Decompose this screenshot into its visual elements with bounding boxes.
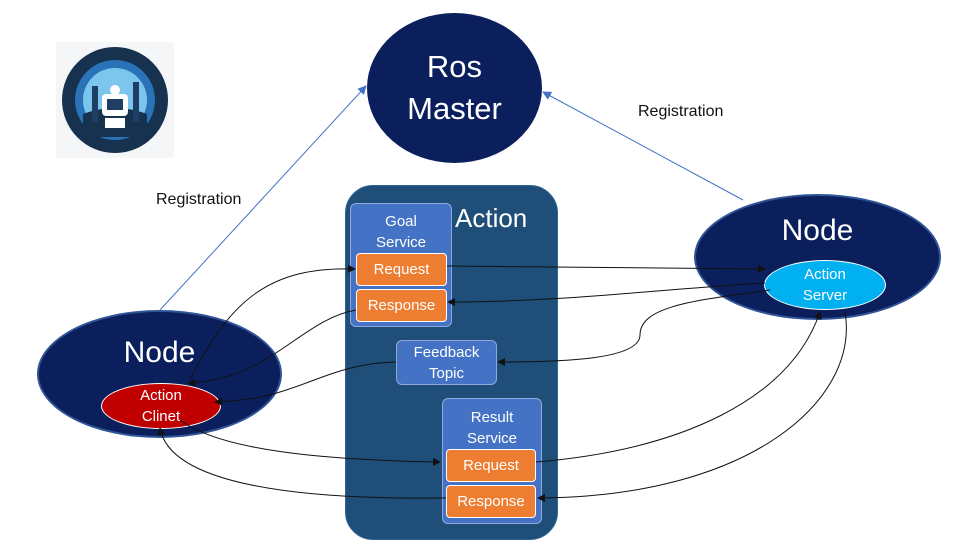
goal-response-box: Response bbox=[356, 289, 447, 322]
node-right-title: Node bbox=[781, 214, 854, 247]
meetup-logo-image bbox=[56, 42, 174, 158]
result-service-title: Result Service bbox=[442, 407, 542, 449]
registration-arrow-right bbox=[542, 91, 744, 201]
meetup-logo bbox=[56, 42, 174, 158]
action-server-line2: Server bbox=[802, 287, 848, 304]
action-client-line2: Clinet bbox=[141, 408, 181, 425]
result-request-box: Request bbox=[446, 449, 536, 482]
feedback-topic-box: Feedback Topic bbox=[396, 340, 497, 385]
goal-service-title-line2: Service bbox=[375, 234, 427, 251]
action-title: Action bbox=[455, 203, 528, 233]
registration-label-left: Registration bbox=[156, 191, 242, 208]
wire-server-to-feedback bbox=[497, 289, 771, 366]
action-server: Action Server bbox=[764, 260, 886, 310]
result-response-box: Response bbox=[446, 485, 536, 518]
node-left-title: Node bbox=[123, 336, 196, 369]
wire-result-response-to-client bbox=[157, 427, 447, 499]
wire-client-to-goal-request bbox=[189, 264, 356, 381]
wire-server-to-goal-response bbox=[447, 282, 766, 306]
wire-client-to-result-request bbox=[179, 419, 441, 466]
node-right: Node bbox=[694, 194, 941, 320]
ros-master-line1: Ros bbox=[426, 49, 483, 84]
goal-request-box: Request bbox=[356, 253, 447, 286]
wire-result-request-to-server bbox=[535, 311, 822, 463]
wire-feedback-to-client bbox=[214, 361, 397, 406]
goal-service-title-line1: Goal bbox=[385, 213, 417, 230]
feedback-topic-line1: Feedback bbox=[413, 343, 480, 361]
result-service-title-line1: Result bbox=[470, 409, 514, 426]
goal-service-title: Goal Service bbox=[350, 211, 452, 253]
registration-label-right: Registration bbox=[638, 103, 724, 120]
action-client-line1: Action bbox=[140, 387, 182, 404]
action-server-line1: Action bbox=[804, 266, 846, 283]
wire-goal-request-to-server bbox=[446, 264, 766, 273]
ros-master-line2: Master bbox=[407, 91, 502, 126]
feedback-topic-line2: Topic bbox=[428, 364, 465, 382]
wire-goal-response-to-client bbox=[187, 309, 357, 387]
registration-arrow-left bbox=[159, 85, 367, 311]
wire-server-to-result-response bbox=[537, 311, 847, 502]
result-service-title-line2: Service bbox=[466, 430, 518, 447]
ros-master-node: Ros Master bbox=[367, 13, 542, 163]
